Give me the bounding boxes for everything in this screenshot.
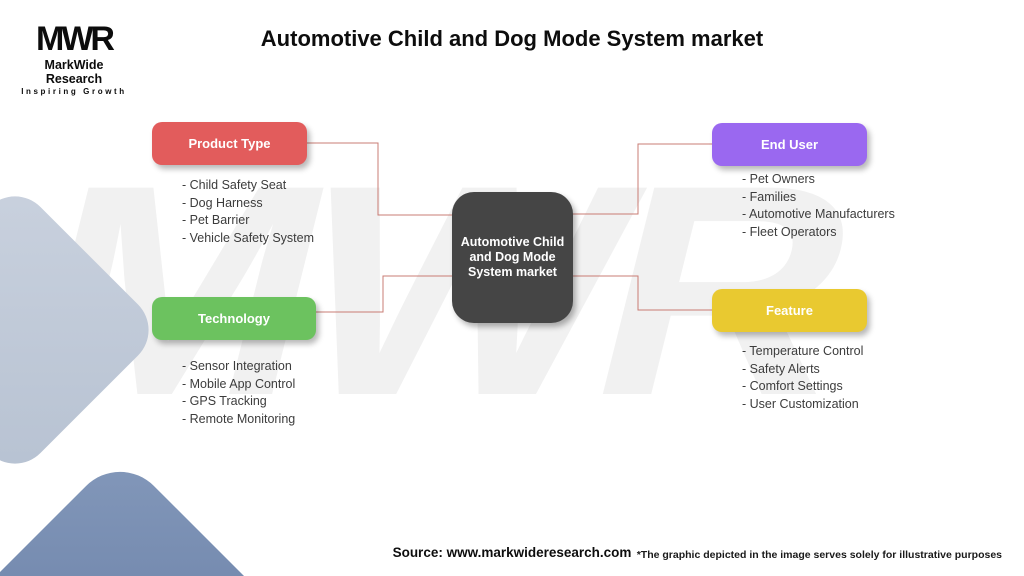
branch-box-feature: Feature	[712, 289, 867, 332]
list-item: - Fleet Operators	[742, 224, 837, 239]
center-node-line: System market	[468, 264, 557, 279]
branch-list-end-user: - Pet Owners - Families - Automotive Man…	[742, 171, 895, 241]
connector-product-type	[307, 142, 455, 216]
connector-end-user	[568, 143, 713, 215]
list-item: - Temperature Control	[742, 344, 864, 358]
center-node-line: Automotive Child	[460, 235, 565, 250]
list-item: - Comfort Settings	[742, 379, 843, 393]
list-item: - Pet Owners	[742, 172, 815, 186]
source-text: Source: www.markwideresearch.com	[392, 545, 632, 560]
list-item: - Remote Monitoring	[182, 411, 296, 426]
list-item: - User Customization	[742, 396, 859, 411]
list-item: - GPS Tracking	[182, 394, 267, 408]
brand-logo-acronym: MWR	[36, 20, 115, 58]
branch-box-technology: Technology	[152, 297, 316, 340]
branch-box-product-type: Product Type	[152, 122, 307, 165]
connector-feature	[568, 275, 713, 311]
list-item: - Sensor Integration	[182, 359, 292, 373]
branch-list-product-type: - Child Safety Seat - Dog Harness - Pet …	[182, 177, 314, 247]
center-node: Automotive Child and Dog Mode System mar…	[452, 192, 573, 323]
disclaimer-text: *The graphic depicted in the image serve…	[636, 549, 1002, 561]
list-item: - Automotive Manufacturers	[742, 207, 895, 221]
branch-box-end-user: End User	[712, 123, 867, 166]
connector-technology	[316, 275, 455, 313]
branch-list-feature: - Temperature Control - Safety Alerts - …	[742, 343, 863, 413]
list-item: - Vehicle Safety System	[182, 230, 315, 245]
list-item: - Families	[742, 189, 797, 204]
list-item: - Mobile App Control	[182, 376, 296, 391]
list-item: - Dog Harness	[182, 195, 263, 210]
page-title: Automotive Child and Dog Mode System mar…	[260, 26, 764, 51]
list-item: - Safety Alerts	[742, 361, 820, 376]
brand-logo-tagline: Inspiring Growth	[21, 87, 127, 96]
list-item: - Child Safety Seat	[182, 178, 287, 192]
list-item: - Pet Barrier	[182, 213, 250, 227]
center-node-line: and Dog Mode	[469, 250, 556, 265]
brand-logo-name: MarkWide Research	[44, 58, 104, 86]
branch-list-technology: - Sensor Integration - Mobile App Contro…	[182, 358, 295, 428]
brand-logo: MWR MarkWide Research Inspiring Growth	[18, 22, 130, 96]
